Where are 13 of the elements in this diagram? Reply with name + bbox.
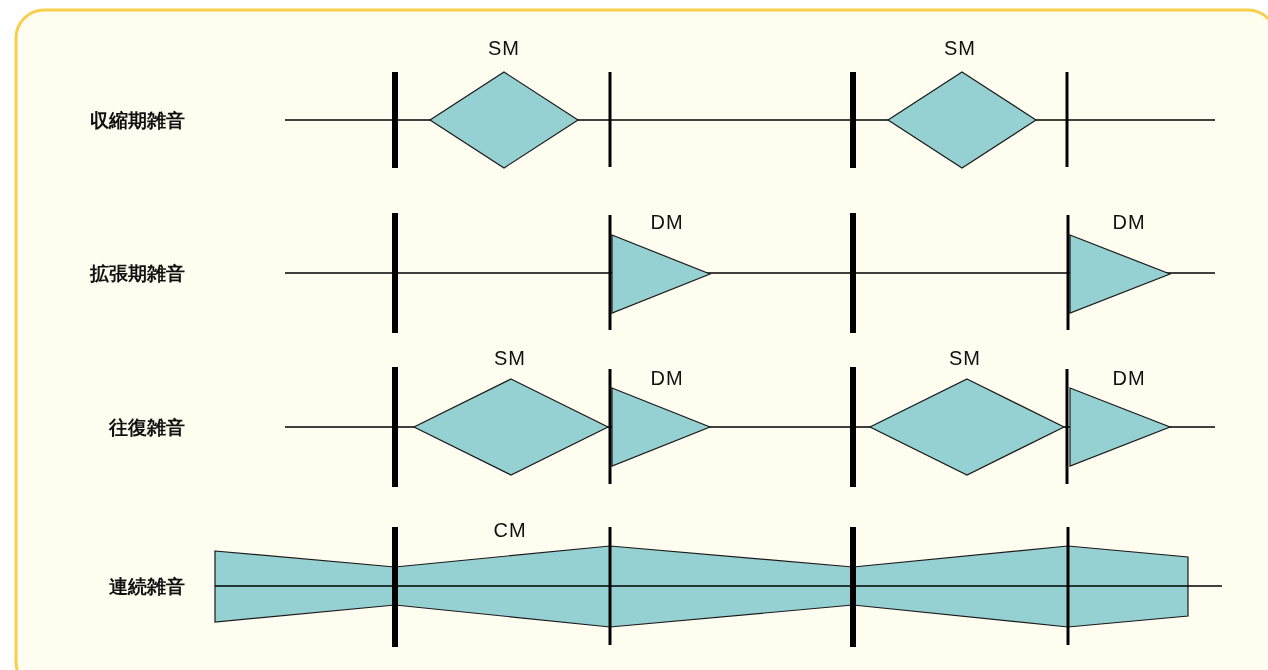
murmur-label: DM xyxy=(1112,367,1146,389)
murmur-label: CM xyxy=(493,519,527,541)
row-label: 往復雑音 xyxy=(109,415,185,439)
murmur-label: DM xyxy=(650,367,684,389)
murmur-label: SM xyxy=(944,37,976,59)
row-label: 拡張期雑音 xyxy=(90,261,185,285)
row-label: 収縮期雑音 xyxy=(90,108,185,132)
murmur-label: DM xyxy=(650,211,684,233)
murmur-label: SM xyxy=(488,37,520,59)
murmur-label: DM xyxy=(1112,211,1146,233)
murmur-label: SM xyxy=(949,347,981,369)
row-label: 連続雑音 xyxy=(109,574,185,598)
murmur-label: SM xyxy=(494,347,526,369)
